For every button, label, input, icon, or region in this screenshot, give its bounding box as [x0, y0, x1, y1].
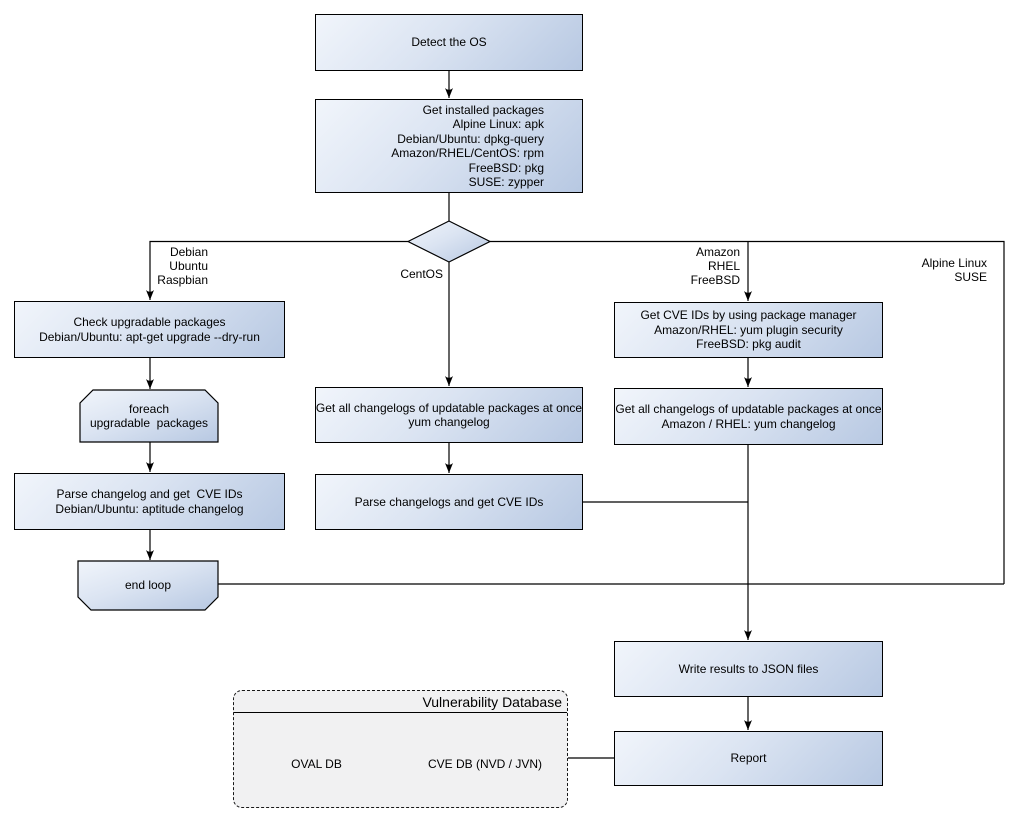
- node-get-changelogs-amazon: Get all changelogs of updatable packages…: [614, 388, 883, 445]
- node-get-installed-packages-label: Get installed packages Alpine Linux: apk…: [391, 102, 544, 190]
- foreach-loop-shape: [79, 389, 219, 443]
- vulnerability-database-title: Vulnerability Database: [234, 691, 567, 713]
- branch-label-alpine: Alpine Linux SUSE: [921, 256, 987, 284]
- node-report: Report: [614, 731, 883, 786]
- node-check-upgradable: Check upgradable packages Debian/Ubuntu:…: [14, 301, 285, 358]
- vulnerability-database-container: Vulnerability Database: [233, 690, 568, 808]
- node-parse-changelog-debian: Parse changelog and get CVE IDs Debian/U…: [14, 473, 285, 530]
- connector-lines: [146, 71, 1005, 759]
- node-get-changelogs-centos-label: Get all changelogs of updatable packages…: [315, 400, 583, 430]
- node-write-results-label: Write results to JSON files: [678, 661, 819, 676]
- branch-label-centos: CentOS: [400, 267, 443, 281]
- node-get-cve-ids-pkg-manager-label: Get CVE IDs by using package manager Ama…: [640, 308, 857, 352]
- branch-label-debian: Debian Ubuntu Raspbian: [157, 245, 208, 287]
- node-get-changelogs-centos: Get all changelogs of updatable packages…: [315, 387, 583, 443]
- node-parse-changelogs-centos-label: Parse changelogs and get CVE IDs: [354, 494, 544, 509]
- node-detect-os-label: Detect the OS: [411, 35, 487, 50]
- line-branch-left: [146, 240, 408, 300]
- node-parse-changelog-debian-label: Parse changelog and get CVE IDs Debian/U…: [55, 487, 244, 516]
- node-write-results: Write results to JSON files: [614, 641, 883, 697]
- end-loop-shape: [77, 560, 219, 611]
- line-branch-far-right: [490, 240, 1005, 584]
- node-check-upgradable-label: Check upgradable packages Debian/Ubuntu:…: [39, 315, 260, 344]
- node-get-cve-ids-pkg-manager: Get CVE IDs by using package manager Ama…: [614, 302, 883, 358]
- node-report-label: Report: [730, 751, 767, 766]
- node-get-installed-packages: Get installed packages Alpine Linux: apk…: [315, 99, 583, 193]
- node-detect-os: Detect the OS: [315, 14, 583, 71]
- branch-label-amazon: Amazon RHEL FreeBSD: [690, 245, 740, 287]
- node-parse-changelogs-centos: Parse changelogs and get CVE IDs: [315, 474, 583, 530]
- decision-diamond-shape: [406, 220, 492, 263]
- node-get-changelogs-amazon-label: Get all changelogs of updatable packages…: [615, 402, 882, 431]
